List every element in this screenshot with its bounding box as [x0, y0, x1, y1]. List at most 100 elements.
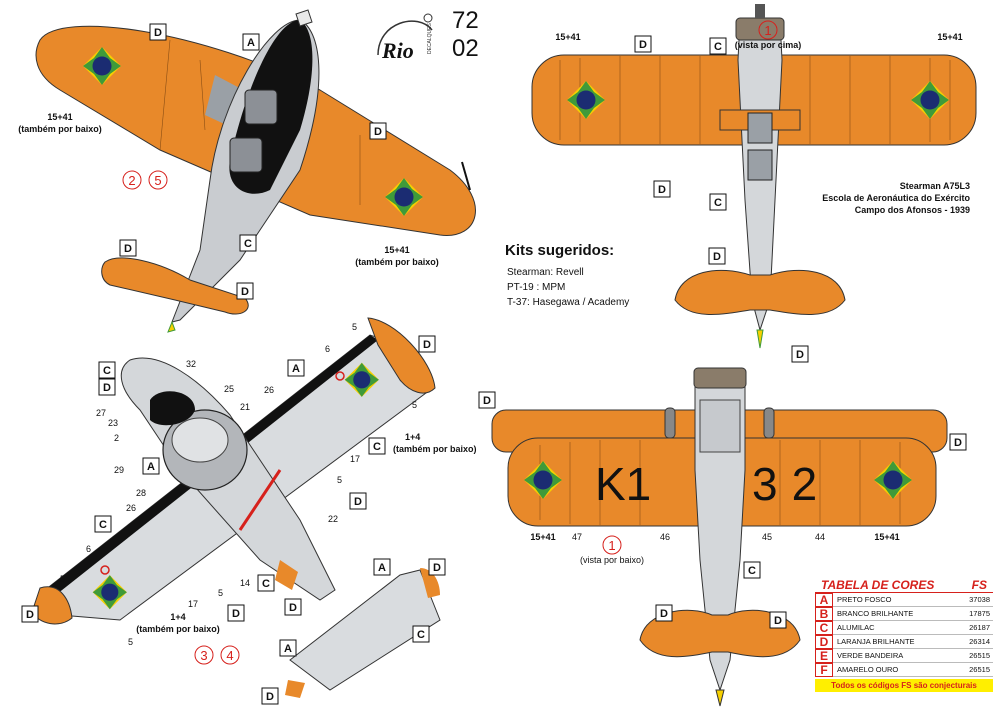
callout: 26 — [264, 385, 274, 395]
t37-profile-2: 4 — [226, 648, 233, 663]
callout: 46 — [660, 532, 670, 542]
color-fs: 37038 — [969, 595, 990, 604]
color-fs: 26515 — [969, 665, 990, 674]
stearman-top-serial-left: 15+41 — [555, 32, 580, 42]
color-callout-letter: A — [247, 37, 255, 49]
color-table-row: D LARANJA BRILHANTE 26314 — [815, 634, 993, 649]
t37-top-view — [31, 317, 441, 698]
caption-line: Escola de Aeronáutica do Exército — [822, 193, 970, 203]
markings-text: 15+41 (também por baixo) 15+41 (também p… — [18, 32, 962, 634]
color-callout-letter: D — [154, 27, 162, 39]
color-callout-letter: D — [289, 602, 297, 614]
callout: 21 — [240, 402, 250, 412]
callout: 5 — [337, 475, 342, 485]
color-code: F — [815, 662, 833, 677]
callout: 23 — [108, 418, 118, 428]
color-callout-box: D — [418, 335, 436, 353]
color-callout-letter: D — [241, 286, 249, 298]
color-table-title: TABELA DE CORES — [821, 577, 935, 592]
color-name: BRANCO BRILHANTE — [837, 609, 914, 618]
color-callout-letter: D — [423, 339, 431, 351]
callout: 27 — [96, 408, 106, 418]
color-callout-box: D — [349, 492, 367, 510]
color-table-row: A PRETO FOSCO 37038 — [815, 592, 993, 607]
suggested-kits: Kits sugeridos: Stearman: Revell PT-19 :… — [505, 242, 705, 310]
color-callout-box: C — [743, 561, 761, 579]
color-callout-letter: D — [124, 243, 132, 255]
color-callout-letter: D — [354, 496, 362, 508]
color-name: LARANJA BRILHANTE — [837, 637, 915, 646]
callout-numbers: 5 6 5 32 27 23 2 25 26 21 17 5 29 28 26 … — [60, 322, 825, 647]
callout: 6 — [86, 544, 91, 554]
callout: 14 — [240, 578, 250, 588]
callout: 2 — [114, 433, 119, 443]
color-callout-box: D — [478, 391, 496, 409]
color-table-footer: Todos os códigos FS são conjecturais — [815, 679, 993, 692]
callout: 5 — [412, 400, 417, 410]
callout: 25 — [224, 384, 234, 394]
t37-profile-1: 3 — [200, 648, 207, 663]
color-callout-letter: C — [103, 365, 111, 377]
color-callout-box: D — [653, 180, 671, 198]
color-callout-letter: D — [433, 562, 441, 574]
pt19-profile-2: 5 — [154, 173, 161, 188]
caption-line: Campo dos Afonsos - 1939 — [854, 205, 970, 215]
color-table-row: C ALUMILAC 26187 — [815, 620, 993, 635]
callout: 22 — [328, 514, 338, 524]
callout: 29 — [114, 465, 124, 475]
color-callout-box: D — [261, 687, 279, 705]
color-name: PRETO FOSCO — [837, 595, 892, 604]
pt19-top-view — [35, 9, 476, 333]
pt19-serial-note-left: (também por baixo) — [18, 124, 102, 134]
brand-sub: DECALQUES — [427, 22, 433, 54]
color-callout-box: C — [94, 515, 112, 533]
color-table: TABELA DE CORES FS A PRETO FOSCO 37038 B… — [815, 577, 993, 692]
stearman-bottom-serial-right: 15+41 — [874, 532, 899, 542]
color-callout-letter: C — [714, 41, 722, 53]
color-name: ALUMILAC — [837, 623, 875, 632]
pt19-serial-right: 15+41 — [384, 245, 409, 255]
color-callout-box: D — [949, 433, 967, 451]
sheet-number-bottom: 02 — [452, 35, 479, 62]
color-callout-letter: A — [378, 562, 386, 574]
brand-logo: Rio DECALQUES 72 02 — [377, 7, 479, 63]
pt19-serial-note-right: (também por baixo) — [355, 257, 439, 267]
color-callout-box: D — [428, 558, 446, 576]
callout: 17 — [350, 454, 360, 464]
color-fs: 26314 — [969, 637, 990, 646]
color-callout-box: A — [287, 359, 305, 377]
color-callout-letter: C — [417, 629, 425, 641]
kit-item: PT-19 : MPM — [507, 282, 566, 293]
top-view-label: (vista por cima) — [735, 40, 802, 50]
callout: 5 — [128, 637, 133, 647]
color-table-header: TABELA DE CORES FS — [815, 577, 993, 593]
color-callout-box: A — [142, 457, 160, 475]
color-code: B — [815, 606, 833, 621]
color-callout-letter: D — [713, 251, 721, 263]
pt19-serial-left: 15+41 — [47, 112, 72, 122]
color-table-row: B BRANCO BRILHANTE 17875 — [815, 606, 993, 621]
color-callout-letter: A — [292, 363, 300, 375]
color-callout-letter: D — [639, 39, 647, 51]
color-callout-box: D — [791, 345, 809, 363]
color-callout-letter: C — [748, 565, 756, 577]
callout: 47 — [572, 532, 582, 542]
callout: 44 — [815, 532, 825, 542]
color-callout-box: D — [634, 35, 652, 53]
sheet-number-top: 72 — [452, 7, 479, 34]
stearman-top-serial-right: 15+41 — [937, 32, 962, 42]
color-callout-box: C — [257, 574, 275, 592]
color-callout-letter: D — [483, 395, 491, 407]
color-callout-letter: D — [796, 349, 804, 361]
brand-name: Rio — [381, 38, 414, 63]
fuselage-code: K1 — [595, 458, 651, 510]
color-callout-letter: D — [954, 437, 962, 449]
color-code: A — [815, 592, 833, 607]
color-callout-box: D — [769, 611, 787, 629]
color-callout-letter: D — [374, 126, 382, 138]
kits-title: Kits sugeridos: — [505, 242, 615, 259]
color-fs: 26515 — [969, 651, 990, 660]
color-callout-box: D — [708, 247, 726, 265]
callout: 45 — [762, 532, 772, 542]
